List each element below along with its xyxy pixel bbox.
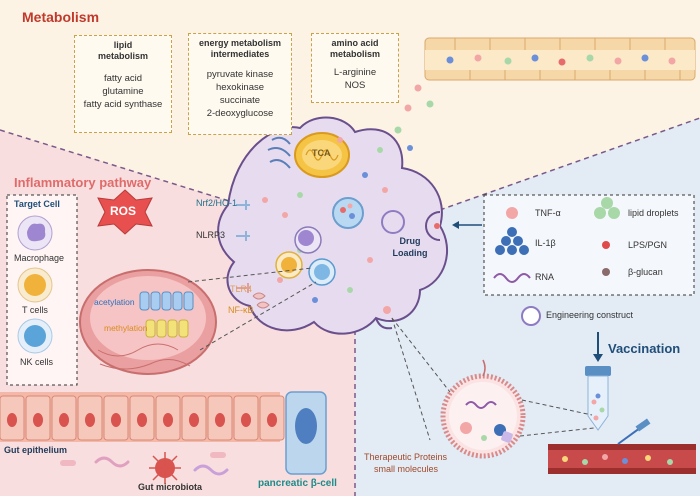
amino-item: NOS <box>344 80 366 91</box>
nk-cells-label: NK cells <box>20 357 54 367</box>
legend-lipid-icon <box>594 197 620 219</box>
engineering-construct-label: Engineering construct <box>546 310 634 320</box>
energy-box-title-1: energy metabolism <box>198 38 282 48</box>
energy-metabolism-box: energy metabolism intermediates pyruvate… <box>188 33 292 135</box>
nlrp3-label: NLRP3 <box>196 230 226 240</box>
lipid-item: fatty acid synthase <box>83 99 163 110</box>
acetylation-label: acetylation <box>94 297 135 307</box>
target-cell-title: Target Cell <box>14 199 60 209</box>
receptors <box>236 200 250 293</box>
zoom-line-5 <box>521 399 593 416</box>
inflammatory-title: Inflammatory pathway <box>14 175 152 190</box>
energy-box-title-2: intermediates <box>210 49 270 59</box>
legend-glucan-label: β-glucan <box>628 267 663 277</box>
gut-epithelium <box>0 392 285 442</box>
pancreatic-beta-cell-art <box>285 391 327 475</box>
legend-rna-icon <box>493 273 531 283</box>
t-cells-label: T cells <box>22 305 48 315</box>
macrophage-cell-icon <box>17 215 53 251</box>
legend-tnf-icon <box>506 207 518 219</box>
amino-box-title-1: amino acid <box>331 38 379 48</box>
lipid-box-title-2: metabolism <box>97 51 148 61</box>
legend-rna-label: RNA <box>535 272 555 282</box>
gut-microbiota-art <box>60 452 229 484</box>
nfkb-label: NF-κB <box>228 305 254 315</box>
energy-item: pyruvate kinase <box>206 69 274 80</box>
nk-cell-icon <box>17 318 53 354</box>
drug-loading-label-1: Drug <box>399 236 421 246</box>
zoom-line-4 <box>391 317 431 441</box>
blood-vessel-bottom <box>548 418 696 474</box>
tlr4-receptor <box>252 292 270 309</box>
blood-vessel-top <box>424 37 696 81</box>
legend-arrow-head <box>452 221 459 229</box>
methylation-label: methylation <box>104 323 148 333</box>
amino-item: L-arginine <box>333 67 377 78</box>
pancreatic-beta-cell-label: pancreatic β-cell <box>258 478 337 489</box>
nrf2-label: Nrf2/HO-1 <box>196 198 238 208</box>
zoom-line-2 <box>199 281 317 351</box>
amino-box-title-2: metabolism <box>329 49 380 59</box>
tca-label: TCA <box>312 148 331 158</box>
lipid-item: fatty acid <box>103 73 143 84</box>
engineered-macrophage <box>217 116 449 335</box>
therapeutic-label-1: Therapeutic Proteins <box>364 452 448 462</box>
liposome <box>440 359 526 459</box>
legend-il1b-icon <box>495 227 529 255</box>
legend-lipid-label: lipid droplets <box>628 208 679 218</box>
zoom-line-3 <box>391 317 451 393</box>
legend-lps-icon <box>602 241 610 249</box>
engineering-construct-icon <box>521 306 541 326</box>
energy-item: succinate <box>219 95 261 106</box>
amino-acid-metabolism-box: amino acid metabolism L-arginine NOS <box>311 33 399 103</box>
legend-il1b-label: IL-1β <box>535 238 556 248</box>
vaccine-vial <box>585 366 611 431</box>
vaccination-arrow-head <box>593 354 603 362</box>
vaccination-label: Vaccination <box>608 341 681 356</box>
ros-star <box>97 189 153 235</box>
legend-lps-label: LPS/PGN <box>628 240 668 250</box>
tlr4-label: TLR4 <box>230 284 253 294</box>
metabolism-title: Metabolism <box>22 9 100 25</box>
gut-epithelium-label: Gut epithelium <box>4 445 67 455</box>
energy-item: hexokinase <box>215 82 265 93</box>
macrophage-label: Macrophage <box>14 253 65 263</box>
lipid-metabolism-box: lipid metabolism fatty acid glutamine fa… <box>74 35 172 133</box>
zoom-line-6 <box>519 427 595 437</box>
nucleus <box>79 269 217 375</box>
therapeutic-label-2: small molecules <box>374 464 439 474</box>
lipid-box-title-1: lipid <box>113 40 133 50</box>
lipid-item: glutamine <box>102 86 144 97</box>
energy-item: 2-deoxyglucose <box>206 108 274 119</box>
ros-label: ROS <box>110 204 137 218</box>
divider-right <box>354 117 700 241</box>
legend-glucan-icon <box>602 268 610 276</box>
gut-microbiota-label: Gut microbiota <box>138 482 203 492</box>
t-cell-icon <box>17 267 53 303</box>
legend-tnf-label: TNF-α <box>535 208 561 218</box>
drug-loading-label-2: Loading <box>392 248 428 258</box>
